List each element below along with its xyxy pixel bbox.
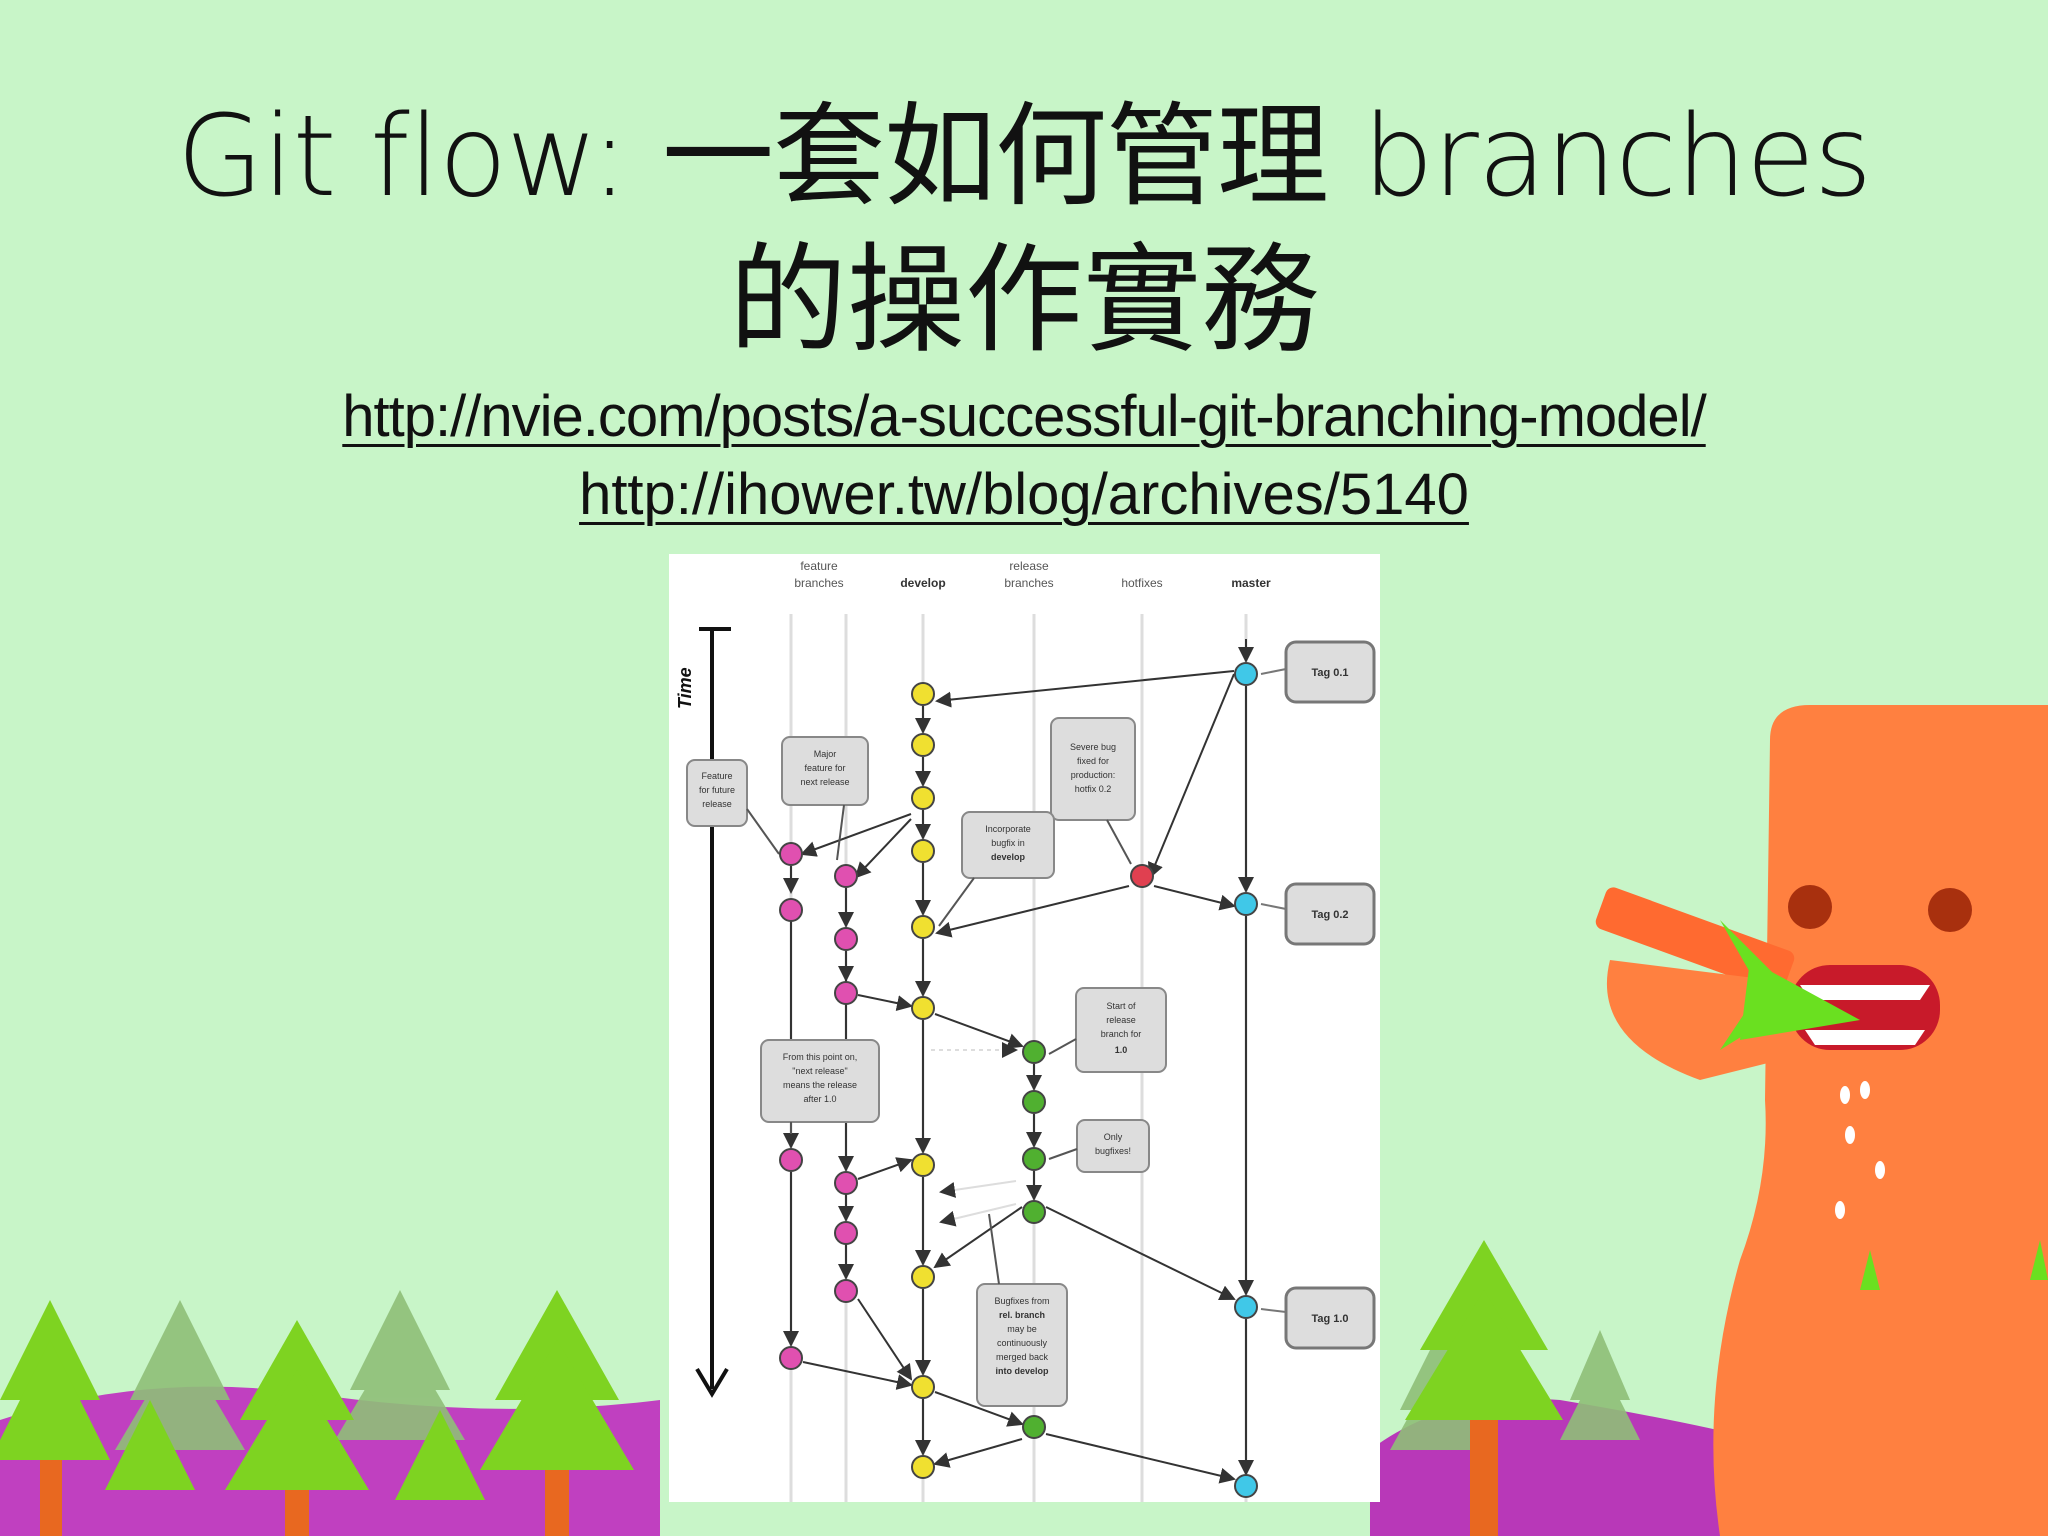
svg-text:release: release [1106, 1015, 1136, 1025]
feature-commits [779, 842, 858, 1370]
svg-text:for future: for future [699, 785, 735, 795]
time-label: Time [675, 667, 695, 709]
branch-edges [783, 639, 1254, 1484]
svg-text:Incorporate: Incorporate [985, 824, 1031, 834]
svg-text:Severe bug: Severe bug [1070, 742, 1116, 752]
svg-text:Start of: Start of [1106, 1001, 1136, 1011]
callout-only-bugfixes: Only bugfixes! [1048, 1119, 1150, 1173]
svg-text:production:: production: [1071, 770, 1116, 780]
commits [779, 662, 1258, 1498]
header-release: release [1009, 559, 1049, 573]
svg-text:From this point on,: From this point on, [783, 1052, 858, 1062]
callout-major-feature: Major feature for next release [781, 736, 869, 861]
tags: Tag 0.1 Tag 0.2 Tag 1.0 [1260, 640, 1376, 1350]
svg-text:fixed for: fixed for [1077, 756, 1109, 766]
svg-text:into develop: into develop [995, 1366, 1049, 1376]
release-commits [1022, 1040, 1046, 1439]
svg-text:1.0: 1.0 [1115, 1045, 1128, 1055]
callout-feature-future: Feature for future release [686, 759, 780, 855]
svg-text:bugfixes!: bugfixes! [1095, 1146, 1131, 1156]
header-release-2: branches [1004, 576, 1053, 590]
svg-text:develop: develop [991, 852, 1026, 862]
svg-text:merged back: merged back [996, 1352, 1049, 1362]
svg-text:Tag 0.2: Tag 0.2 [1311, 909, 1348, 921]
svg-text:"next release": "next release" [792, 1066, 847, 1076]
slide-title-line-2: 的操作實務 [728, 231, 1319, 369]
nvie-article-link[interactable]: http://nvie.com/posts/a-successful-git-b… [342, 384, 1706, 449]
svg-text:feature for: feature for [804, 763, 845, 773]
svg-text:next release: next release [800, 777, 849, 787]
svg-text:Bugfixes from: Bugfixes from [994, 1296, 1049, 1306]
callout-severe-bug: Severe bug fixed for production: hotfix … [1050, 717, 1136, 865]
svg-text:continuously: continuously [997, 1338, 1048, 1348]
callout-start-release: Start of release branch for 1.0 [1048, 987, 1167, 1073]
svg-text:rel. branch: rel. branch [999, 1310, 1045, 1320]
tag-0-2: Tag 0.2 [1260, 882, 1376, 946]
svg-text:bugfix in: bugfix in [991, 838, 1025, 848]
tree-group-front [0, 1240, 1563, 1536]
callout-incorporate: Incorporate bugfix in develop [938, 811, 1055, 927]
svg-text:Tag 1.0: Tag 1.0 [1311, 1313, 1348, 1325]
header-develop: develop [900, 576, 945, 590]
develop-commits [911, 682, 935, 1479]
svg-text:Only: Only [1104, 1132, 1123, 1142]
svg-text:release: release [702, 799, 732, 809]
master-commits [1234, 662, 1258, 1498]
hotfix-commits [1130, 864, 1154, 888]
header-feature-2: branches [794, 576, 843, 590]
svg-text:means the release: means the release [783, 1080, 857, 1090]
slide-title-line-1: Git flow: 一套如何管理 branches [176, 92, 1872, 222]
callout-bugfixes-from: Bugfixes from rel. branch may be continu… [976, 1213, 1068, 1407]
header-feature: feature [800, 559, 838, 573]
svg-text:Tag 0.1: Tag 0.1 [1311, 667, 1348, 679]
svg-text:Major: Major [814, 749, 837, 759]
callout-from-this-point: From this point on, "next release" means… [760, 1039, 880, 1134]
column-headers: feature branches develop release branche… [794, 559, 1271, 590]
svg-text:branch for: branch for [1101, 1029, 1142, 1039]
orange-monster [1595, 705, 2048, 1536]
tag-0-1: Tag 0.1 [1260, 640, 1376, 704]
ihower-article-link[interactable]: http://ihower.tw/blog/archives/5140 [579, 462, 1469, 527]
git-flow-diagram: feature branches develop release branche… [669, 554, 1380, 1502]
callouts: Feature for future release Major feature… [686, 717, 1167, 1407]
tag-1-0: Tag 1.0 [1260, 1286, 1376, 1350]
svg-text:may be: may be [1007, 1324, 1037, 1334]
time-axis: Time [675, 627, 731, 1398]
svg-text:Feature: Feature [701, 771, 732, 781]
header-hotfixes: hotfixes [1121, 576, 1162, 590]
header-master: master [1231, 576, 1271, 590]
svg-text:hotfix 0.2: hotfix 0.2 [1075, 784, 1112, 794]
svg-text:after 1.0: after 1.0 [803, 1094, 836, 1104]
